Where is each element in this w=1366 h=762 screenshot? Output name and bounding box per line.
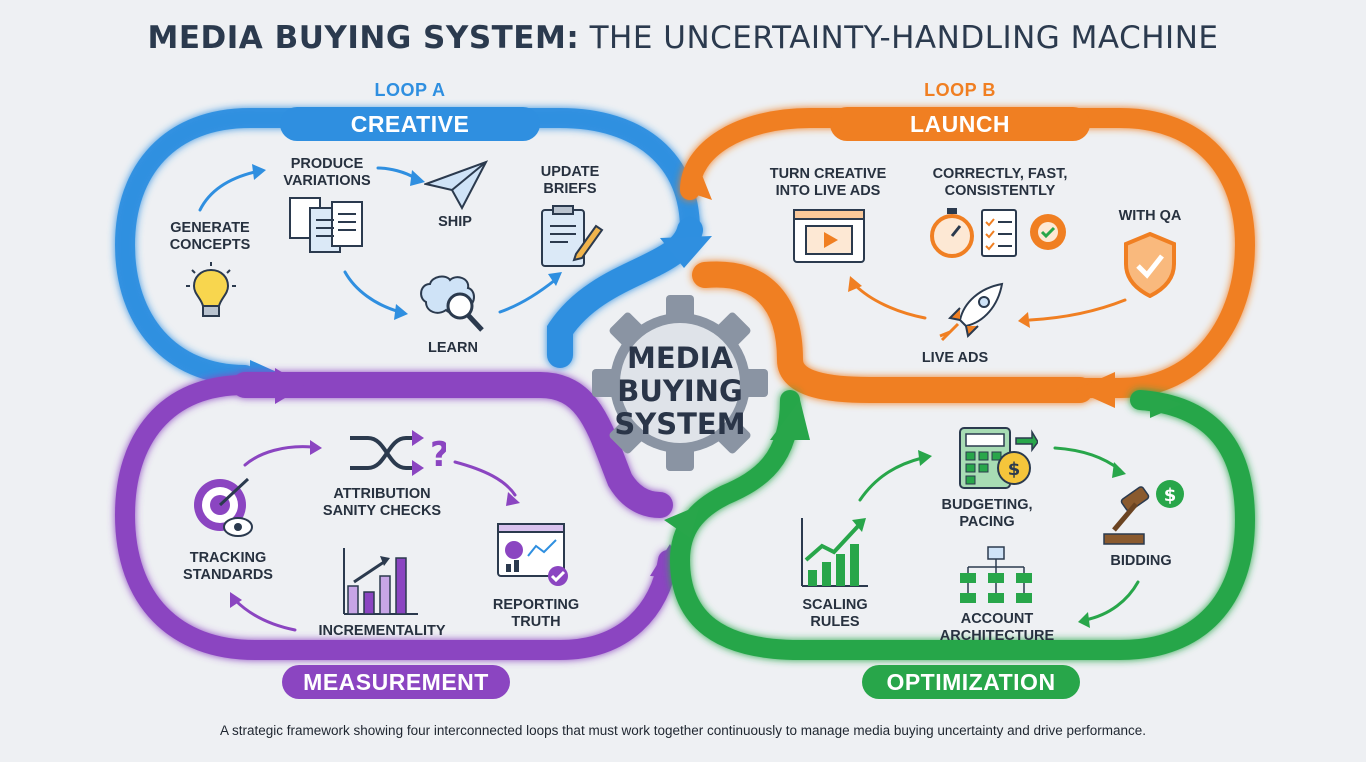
- optimization-center-arrowhead: [770, 400, 810, 440]
- svg-text:$: $: [1008, 459, 1021, 480]
- gavel-dollar-icon: $: [1103, 480, 1184, 545]
- paper-plane-icon: [424, 160, 488, 210]
- hierarchy-icon: [960, 546, 1032, 603]
- creative-banner: CREATIVE: [280, 107, 540, 141]
- svg-text:$: $: [1164, 485, 1177, 506]
- title-rest: THE UNCERTAINTY-HANDLING MACHINE: [589, 20, 1219, 56]
- creative-arrowhead: [660, 236, 712, 268]
- measurement-banner: MEASUREMENT: [282, 665, 510, 699]
- launch-return-arrowhead: [1075, 372, 1115, 408]
- measurement-loop-track: [114, 372, 678, 660]
- step-ship: SHIP: [438, 214, 472, 230]
- documents-icon: [289, 197, 363, 253]
- bar-chart-up-icon: [343, 548, 418, 615]
- calculator-coin-icon: $: [959, 427, 1038, 489]
- center-line-3: SYSTEM: [614, 407, 746, 441]
- center-line-2: BUYING: [617, 374, 743, 408]
- step-incrementality: INCREMENTALITY: [318, 623, 446, 639]
- shield-check-icon: [1124, 232, 1176, 298]
- launch-loop-track: [680, 108, 1256, 403]
- optimization-return-arrowhead: [1150, 392, 1182, 418]
- target-eye-icon: [194, 477, 253, 537]
- loop-a-tag: LOOP A: [374, 80, 446, 100]
- measurement-inner-arrowheads: [230, 440, 520, 608]
- step-with-qa: WITH QA: [1118, 208, 1182, 224]
- step-correctly-fast: CORRECTLY, FAST,CONSISTENTLY: [932, 166, 1068, 199]
- shuffle-question-icon: ?: [350, 430, 446, 476]
- dashboard-chart-icon: [497, 523, 568, 586]
- clipboard-pencil-icon: [541, 205, 604, 267]
- center-label: MEDIA BUYING SYSTEM: [600, 342, 760, 441]
- optimization-inner-arrowheads: [918, 450, 1126, 628]
- svg-text:?: ?: [430, 435, 446, 475]
- launch-banner: LAUNCH: [830, 107, 1090, 141]
- lightbulb-icon: [186, 262, 236, 317]
- center-line-1: MEDIA: [627, 341, 733, 375]
- step-budgeting-pacing: BUDGETING,PACING: [941, 497, 1033, 530]
- measurement-inner-arrows: [233, 445, 517, 632]
- optimization-banner: OPTIMIZATION: [862, 665, 1080, 699]
- loop-b-tag: LOOP B: [924, 80, 996, 100]
- title-main: MEDIA BUYING SYSTEM:: [147, 20, 580, 56]
- creative-inner-arrowheads: [252, 164, 562, 320]
- video-player-icon: [793, 209, 865, 263]
- launch-arrowhead: [682, 170, 712, 200]
- brain-magnifier-icon: [420, 275, 484, 332]
- step-live-ads: LIVE ADS: [921, 350, 989, 366]
- optimization-loop-track: [669, 390, 1256, 660]
- launch-inner-arrows: [853, 283, 1127, 322]
- step-bidding: BIDDING: [1110, 553, 1172, 569]
- optimization-arrowhead: [664, 505, 700, 538]
- stopwatch-checklist-gear-icon: [930, 208, 1066, 258]
- footer-caption: A strategic framework showing four inter…: [220, 723, 1146, 738]
- step-learn: LEARN: [428, 340, 478, 356]
- launch-inner-arrowheads: [848, 276, 1030, 328]
- measurement-arrowhead: [275, 368, 305, 404]
- growth-chart-icon: [801, 518, 868, 587]
- creative-inner-arrows: [198, 166, 557, 314]
- page-title: MEDIA BUYING SYSTEM: THE UNCERTAINTY-HAN…: [0, 20, 1366, 56]
- rocket-icon: [939, 282, 1004, 342]
- gear-icon: [592, 295, 768, 471]
